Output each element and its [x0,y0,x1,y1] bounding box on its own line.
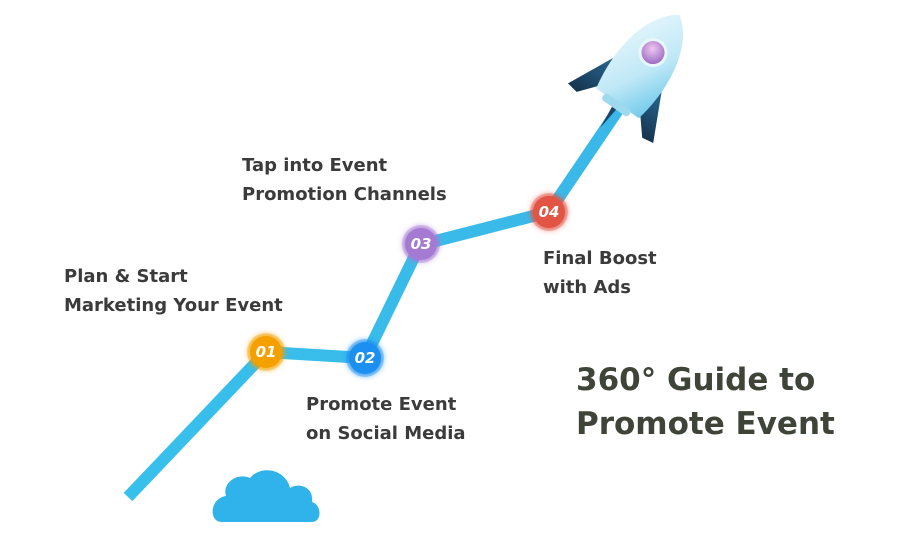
rocket-icon [567,14,683,143]
step-label-03-line1: Tap into Event [242,155,388,176]
rocket-nozzle [602,93,631,117]
step-label-04: Final Boost with Ads [543,244,657,302]
step-number-03: 03 [411,235,432,253]
step-label-03-line2: Promotion Channels [242,184,447,205]
step-label-02-line2: on Social Media [306,423,466,444]
step-label-04-line2: with Ads [543,277,632,298]
rocket-right-fin [639,88,663,143]
step-number-04: 04 [539,203,560,221]
step-label-02-line1: Promote Event [306,394,457,415]
cloud-icon [212,470,320,522]
growth-path-line [123,106,623,502]
step-label-01-line1: Plan & Start [64,266,188,287]
rocket-window [638,38,668,68]
step-badge-01: 01 [247,333,285,371]
step-label-04-line1: Final Boost [543,248,657,269]
guide-title-line1: 360° Guide to [576,362,816,398]
step-number-01: 01 [256,343,277,361]
step-label-02: Promote Event on Social Media [306,390,466,448]
step-badge-03: 03 [402,225,440,263]
guide-title: 360° Guide to Promote Event [576,358,835,446]
step-badge-04: 04 [530,193,568,231]
step-badge-02: 02 [346,339,384,377]
step-label-03: Tap into Event Promotion Channels [242,151,447,209]
step-label-01: Plan & Start Marketing Your Event [64,262,283,320]
step-number-02: 02 [355,349,376,367]
step-label-01-line2: Marketing Your Event [64,295,283,316]
guide-title-line2: Promote Event [576,406,835,442]
